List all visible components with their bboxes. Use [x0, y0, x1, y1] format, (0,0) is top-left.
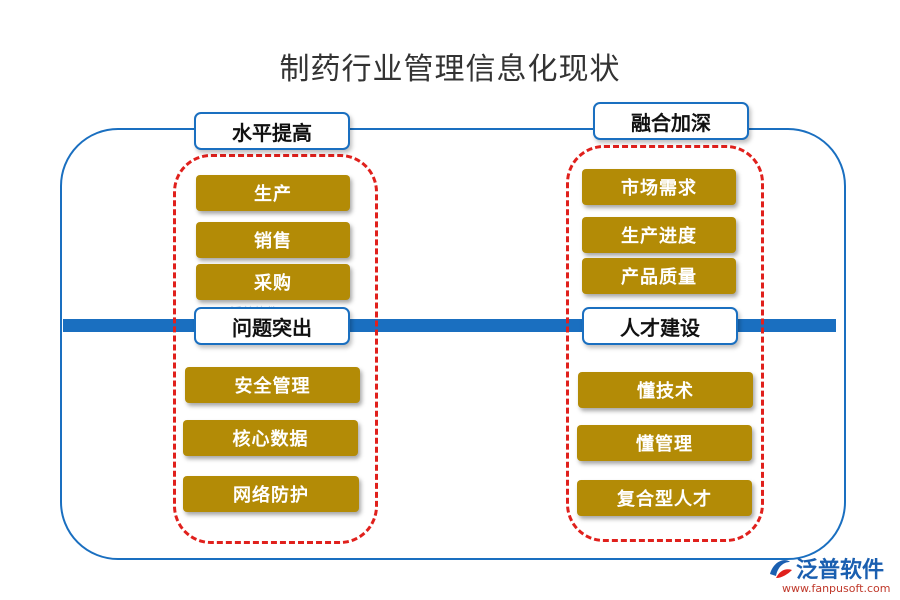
brand-name: 泛普软件 — [796, 558, 885, 583]
right-top-item-1: 市场需求 — [582, 169, 736, 205]
label-left-top: 水平提高 — [194, 112, 350, 150]
right-bottom-item-2: 懂管理 — [577, 425, 752, 461]
right-bottom-item-1: 懂技术 — [578, 372, 753, 408]
left-bottom-item-1: 安全管理 — [185, 367, 360, 403]
brand-url: www.fanpusoft.com — [782, 582, 891, 595]
brand-logo: 泛普软件 www.fanpusoft.com — [766, 552, 896, 598]
label-left-bottom: 问题突出 — [194, 307, 350, 345]
left-dashed-group — [173, 154, 378, 544]
left-bottom-item-2: 核心数据 — [183, 420, 358, 456]
right-top-item-2: 生产进度 — [582, 217, 736, 253]
left-top-item-3: 采购 — [196, 264, 350, 300]
right-top-item-3: 产品质量 — [582, 258, 736, 294]
left-top-item-1: 生产 — [196, 175, 350, 211]
label-right-top: 融合加深 — [593, 102, 749, 140]
left-top-item-2: 销售 — [196, 222, 350, 258]
page-title: 制药行业管理信息化现状 — [279, 52, 621, 87]
label-right-bottom: 人才建设 — [582, 307, 738, 345]
right-dashed-group — [566, 145, 764, 542]
left-bottom-item-3: 网络防护 — [183, 476, 359, 512]
outer-frame — [60, 128, 846, 560]
fanpu-logo-icon — [770, 560, 792, 578]
right-bottom-item-3: 复合型人才 — [577, 480, 752, 516]
